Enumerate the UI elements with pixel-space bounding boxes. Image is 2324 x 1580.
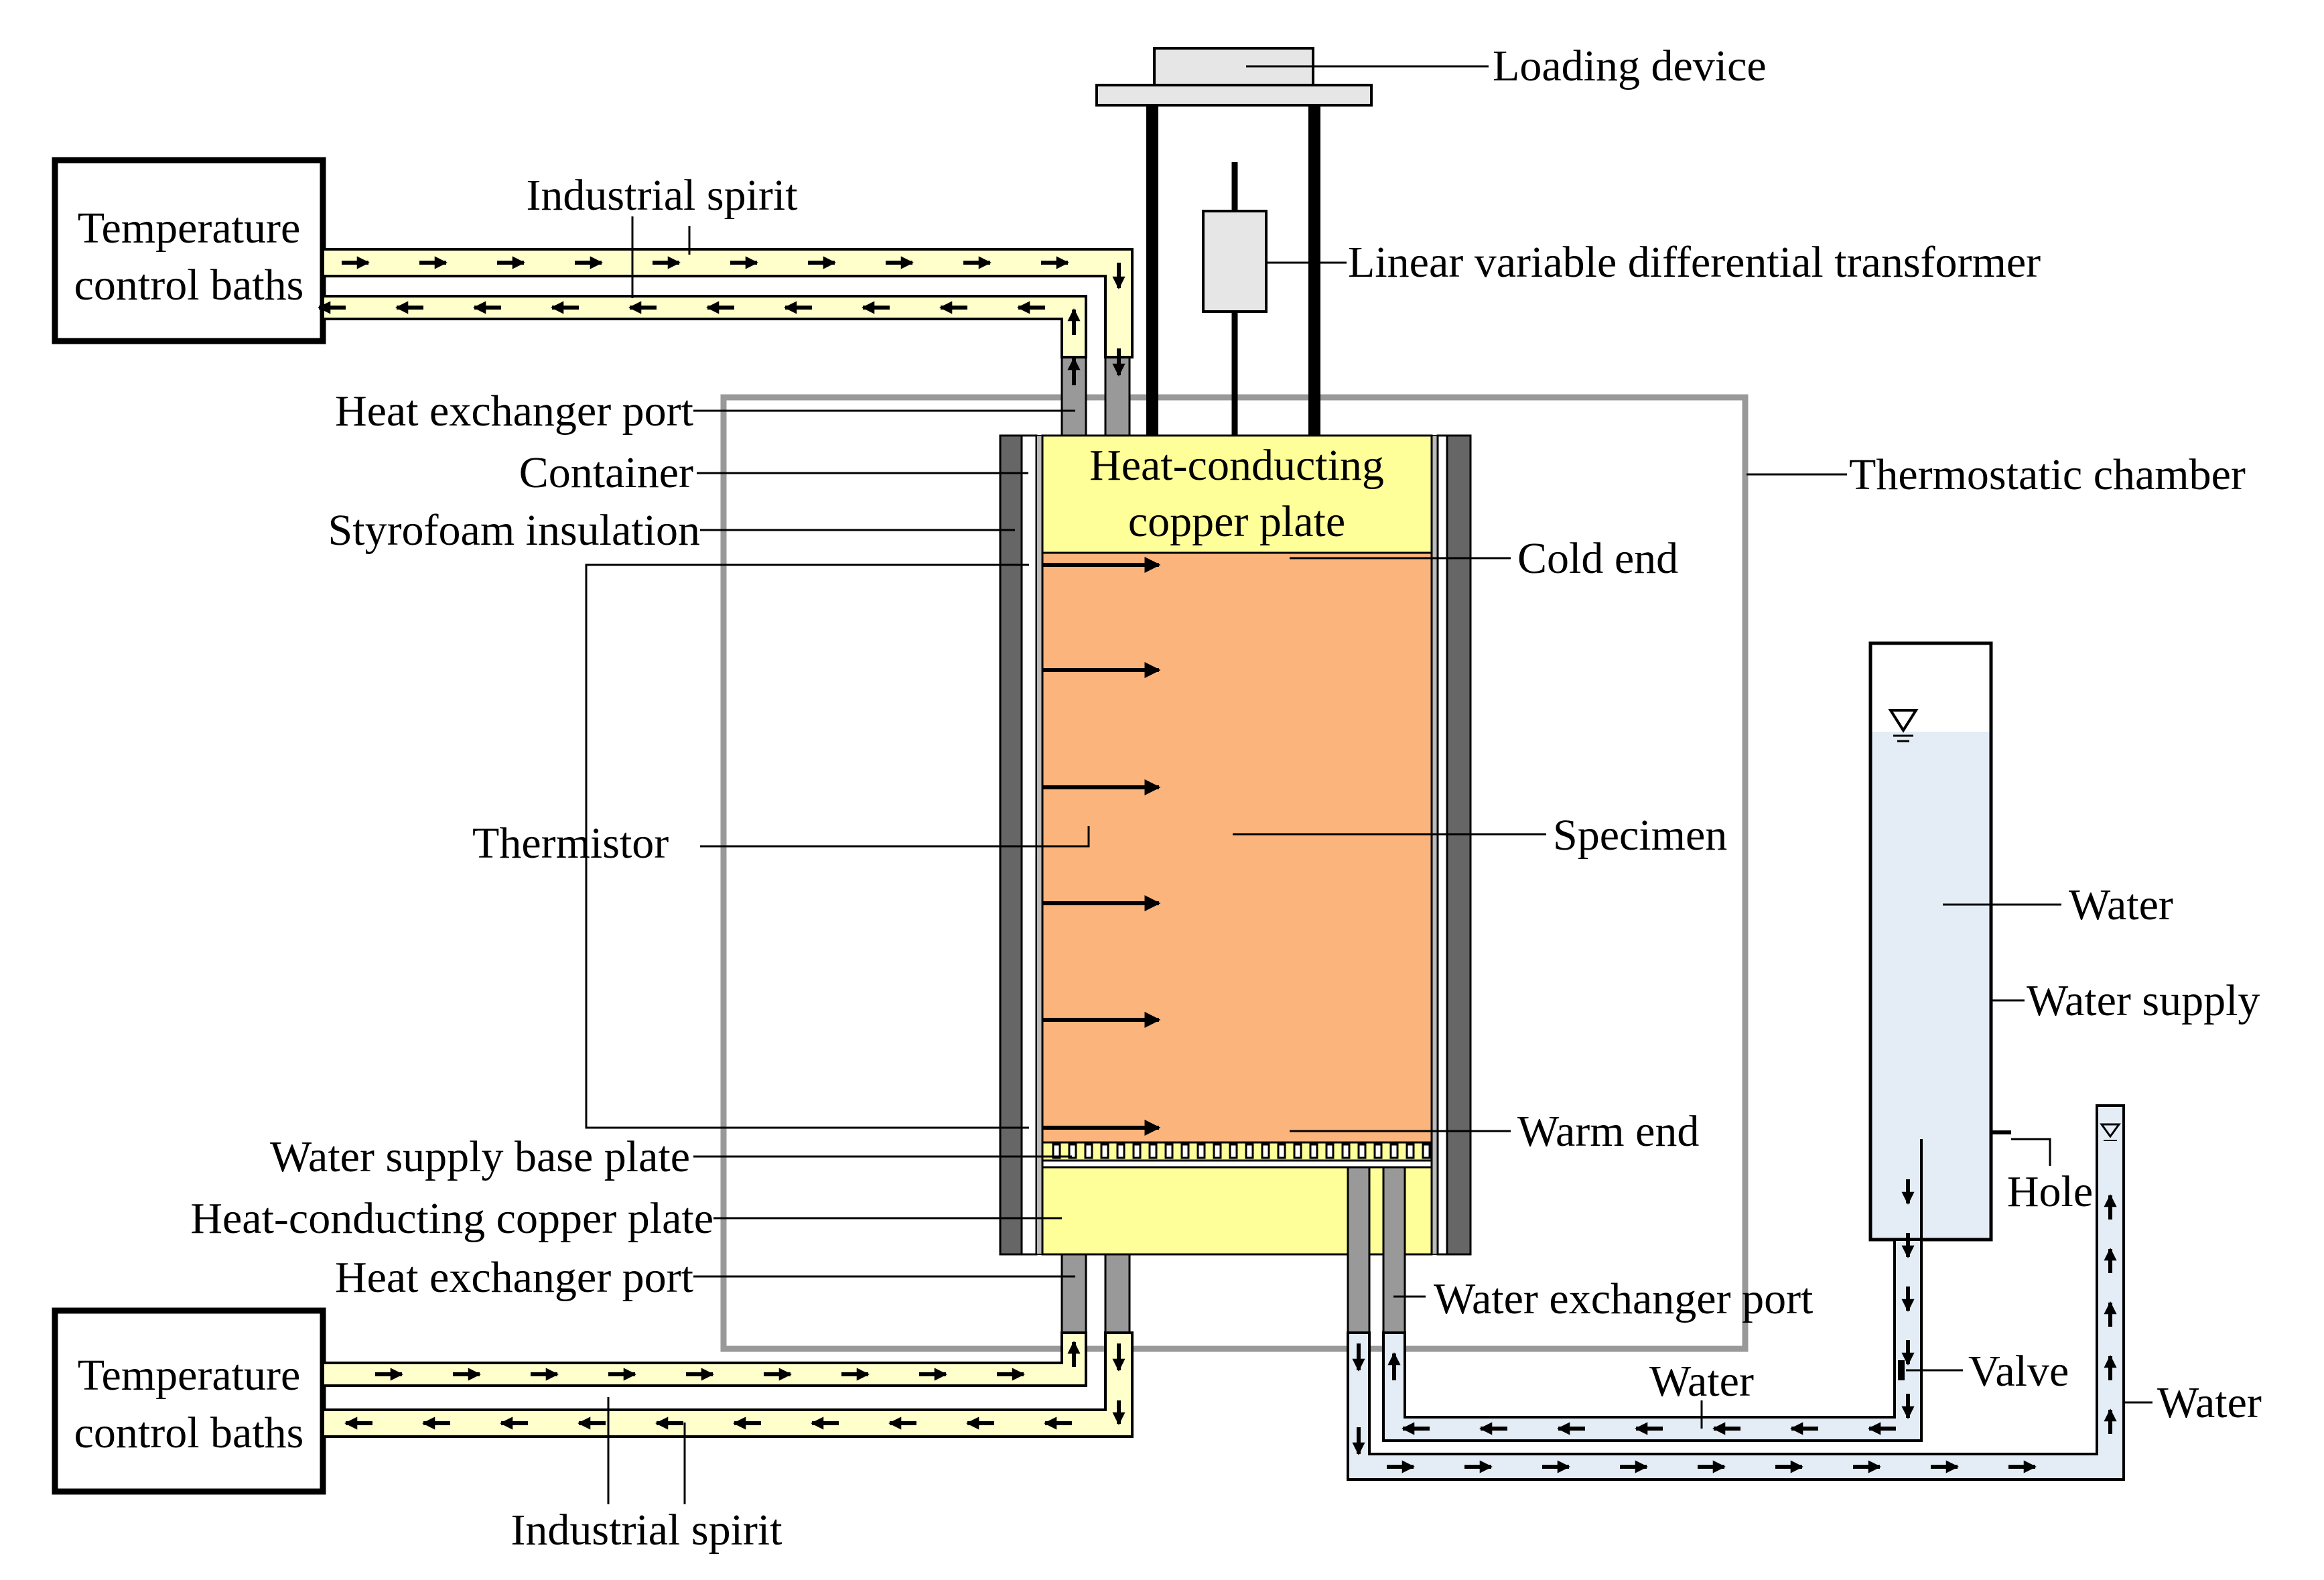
perforation-hole [1100,1143,1109,1159]
perforation-hole [1116,1143,1125,1159]
top-copper-plate [1041,434,1433,554]
water-pipe-right-label: Water [2157,1378,2262,1427]
water-pipe-return [1347,1104,2125,1481]
styrofoam-label: Styrofoam insulation [328,506,700,555]
perforation-hole [1052,1143,1061,1159]
container-label: Container [519,448,693,497]
perforation-hole [1389,1143,1399,1159]
overflow-level-icon [2100,1123,2121,1141]
heat-exchanger-port-top-label: Heat exchanger port [335,387,693,436]
water-pipe-arrows [1352,1179,2117,1473]
industrial-spirit-bottom-label: Industrial spirit [510,1506,782,1555]
spirit-pipe-top-supply [322,248,1134,358]
container-wall-right-outer [1446,434,1472,1256]
perforation-hole [1406,1143,1415,1159]
water-pipe-middle-label: Water [1649,1357,1754,1406]
bath-top-label-line1: Temperature [78,204,301,253]
perforation-hole [1357,1143,1367,1159]
water-exchanger-port-label: Water exchanger port [1434,1274,1813,1323]
thermostatic-chamber-label: Thermostatic chamber [1849,450,2246,499]
heat-exchanger-port-bottom-right [1104,1253,1131,1334]
thermistor-label: Thermistor [472,819,669,868]
temperature-control-bath-top [52,157,326,344]
perforation-hole [1422,1143,1431,1159]
perforation-hole [1197,1143,1206,1159]
thermistor-arrows [1042,557,1161,1136]
lvdt-label: Linear variable differential transformer [1348,238,2041,287]
hole-label: Hole [2007,1167,2093,1216]
perforation-hole [1373,1143,1383,1159]
warm-end-label: Warm end [1517,1107,1699,1156]
bottom-plate-label: Heat-conducting copper plate [190,1194,713,1243]
perforation-hole [1084,1143,1093,1159]
top-plate-label-line2: copper plate [1128,497,1345,546]
bath-top-label-line2: control baths [74,261,304,310]
water-supply-base-plate [1041,1141,1433,1169]
water-tank-label: Water [2069,880,2173,929]
perforation-hole [1229,1143,1238,1159]
thermistor-bracket [585,564,1029,1129]
hole-leader [2011,1138,2051,1166]
valve-label: Valve [1968,1347,2069,1396]
perforation-hole [1164,1143,1174,1159]
temperature-control-bath-bottom [52,1307,326,1495]
heat-exchanger-port-bottom-label: Heat exchanger port [335,1253,693,1302]
bottom-copper-plate [1041,1166,1433,1256]
perforation-hole [1341,1143,1351,1159]
spirit-pipe-bottom-arrows [344,1341,1125,1430]
perforation-hole [1245,1143,1254,1159]
loading-device [1095,47,1373,436]
cold-end-label: Cold end [1517,534,1678,583]
perforation-hole [1068,1143,1077,1159]
spirit-pipe-bottom-supply [322,1331,1087,1387]
bath-bottom-label-line2: control baths [74,1408,304,1457]
water-supply-tank [1868,641,1993,1242]
specimen-label: Specimen [1553,811,1727,860]
container-wall-left-outer [999,434,1023,1256]
perforation-hole [1309,1143,1318,1159]
industrial-spirit-top-label: Industrial spirit [526,171,797,220]
spirit-pipe-top-return [322,295,1087,358]
top-plate-label-line1: Heat-conducting [1089,441,1384,490]
perforation-hole [1132,1143,1142,1159]
perforation-hole [1180,1143,1190,1159]
perforation-hole [1277,1143,1286,1159]
bath-bottom-label-line1: Temperature [78,1351,301,1400]
loading-device-label: Loading device [1493,42,1767,90]
spirit-pipe-top-arrows [318,256,1125,385]
spirit-pipe-bottom-return [322,1331,1134,1438]
specimen [1041,551,1433,1144]
styrofoam-left [1020,434,1038,1256]
perforation-hole [1325,1143,1335,1159]
perforation-hole [1293,1143,1302,1159]
water-exchanger-port-left [1347,1166,1371,1334]
heat-exchanger-port-bottom-left [1061,1253,1087,1334]
water-supply-label: Water supply [2027,976,2260,1025]
perforation-hole [1261,1143,1270,1159]
perforation-hole [1213,1143,1222,1159]
base-plate-label: Water supply base plate [270,1132,690,1181]
thermistor-leader [700,826,1090,848]
lvdt [1202,162,1268,436]
perforation-hole [1148,1143,1158,1159]
water-exchanger-port-right [1382,1166,1406,1334]
